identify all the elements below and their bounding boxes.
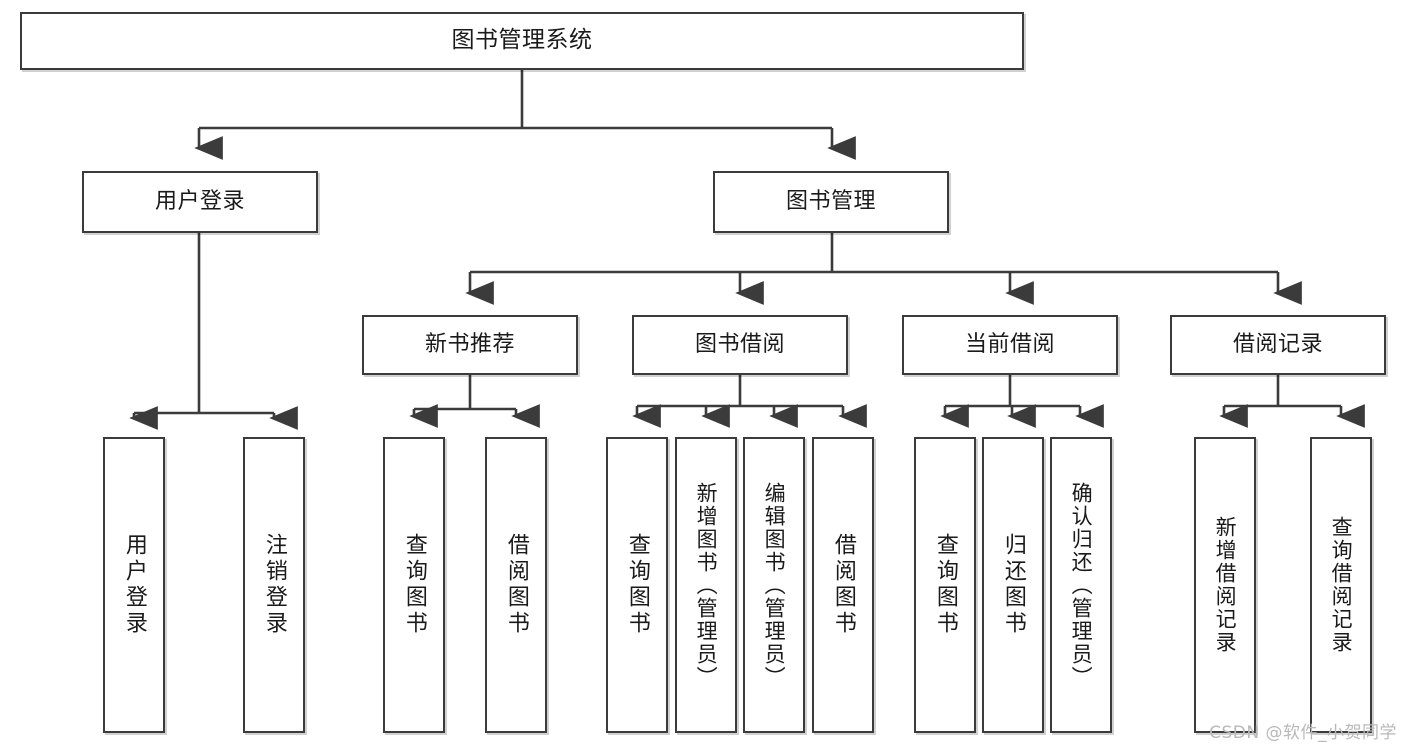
node-label: 注销登录 bbox=[261, 533, 287, 637]
node-leaf-user-login[interactable]: 用户登录 bbox=[103, 437, 165, 733]
node-label: 图书管理系统 bbox=[451, 27, 593, 54]
node-book-management-system[interactable]: 图书管理系统 bbox=[20, 12, 1024, 70]
node-current-borrow[interactable]: 当前借阅 bbox=[902, 315, 1118, 375]
node-label: 查询图书 bbox=[932, 533, 958, 637]
node-book-borrow[interactable]: 图书借阅 bbox=[632, 315, 848, 375]
node-label: 编辑图书（管理员） bbox=[762, 481, 787, 689]
node-leaf-confirm-return-admin[interactable]: 确认归还（管理员） bbox=[1050, 437, 1112, 733]
node-label: 新书推荐 bbox=[424, 331, 515, 357]
node-borrow-record[interactable]: 借阅记录 bbox=[1170, 315, 1386, 375]
node-label: 借阅图书 bbox=[503, 533, 529, 637]
node-leaf-user-logout[interactable]: 注销登录 bbox=[243, 437, 305, 733]
node-leaf-query-book-current[interactable]: 查询图书 bbox=[914, 437, 976, 733]
node-label: 用户登录 bbox=[121, 533, 147, 637]
node-label: 新增图书（管理员） bbox=[694, 481, 719, 689]
node-book-manage[interactable]: 图书管理 bbox=[713, 171, 949, 233]
node-label: 图书借阅 bbox=[694, 331, 785, 357]
node-label: 图书管理 bbox=[785, 188, 876, 214]
node-leaf-borrow-book[interactable]: 借阅图书 bbox=[812, 437, 874, 733]
node-leaf-query-book-borrow[interactable]: 查询图书 bbox=[606, 437, 668, 733]
node-leaf-add-borrow-record[interactable]: 新增借阅记录 bbox=[1194, 437, 1256, 733]
node-label: 查询图书 bbox=[401, 533, 427, 637]
node-label: 查询图书 bbox=[624, 533, 650, 637]
node-leaf-add-book-admin[interactable]: 新增图书（管理员） bbox=[675, 437, 737, 733]
node-label: 借阅记录 bbox=[1232, 331, 1323, 357]
node-label: 用户登录 bbox=[154, 188, 245, 214]
node-label: 新增借阅记录 bbox=[1213, 516, 1238, 654]
node-leaf-return-book[interactable]: 归还图书 bbox=[982, 437, 1044, 733]
node-label: 借阅图书 bbox=[830, 533, 856, 637]
node-label: 确认归还（管理员） bbox=[1069, 481, 1094, 689]
node-user-login[interactable]: 用户登录 bbox=[82, 171, 318, 233]
node-leaf-borrow-book-recommend[interactable]: 借阅图书 bbox=[485, 437, 547, 733]
node-label: 查询借阅记录 bbox=[1329, 516, 1354, 654]
node-label: 归还图书 bbox=[1000, 533, 1026, 637]
node-label: 当前借阅 bbox=[964, 331, 1055, 357]
node-leaf-query-borrow-record[interactable]: 查询借阅记录 bbox=[1310, 437, 1372, 733]
node-leaf-query-book-recommend[interactable]: 查询图书 bbox=[383, 437, 445, 733]
node-leaf-edit-book-admin[interactable]: 编辑图书（管理员） bbox=[743, 437, 805, 733]
csdn-watermark: CSDN @软件_小贺同学 bbox=[1209, 723, 1397, 743]
node-new-book-recommend[interactable]: 新书推荐 bbox=[362, 315, 578, 375]
